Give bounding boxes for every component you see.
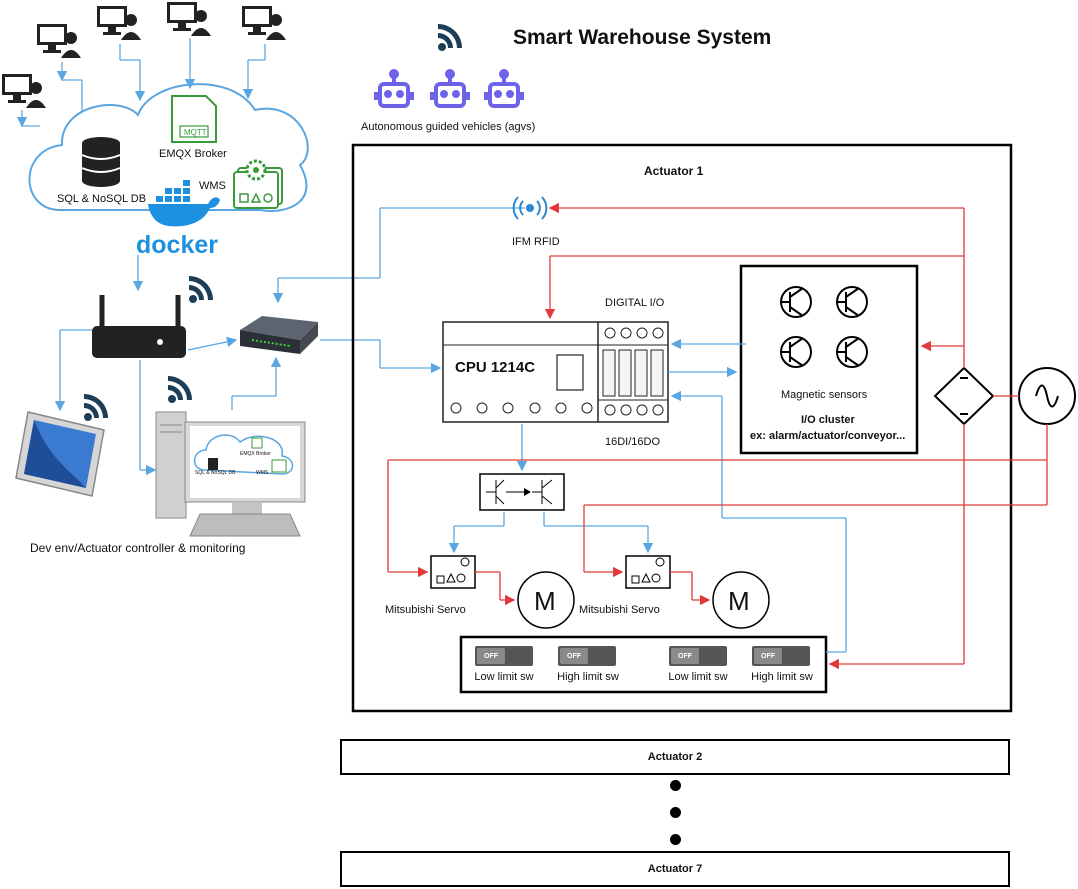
agv-robot-icon [484,69,524,108]
wms-label: WMS [199,180,226,192]
limit-switch-toggle[interactable]: OFF [669,646,727,666]
mqtt-label: MQTT [184,128,207,137]
switch-state: OFF [477,648,505,664]
wifi-icon [438,24,462,51]
wifi-icon [168,376,192,403]
user-icon [242,6,286,40]
wifi-icon [84,394,108,421]
switch-label: High limit sw [557,671,619,683]
user-icon [167,2,211,36]
page-title: Smart Warehouse System [513,26,772,49]
switch-label: Low limit sw [668,671,728,683]
monitor-db-label: SQL & NoSQL DB [195,470,236,476]
magnetic-sensors-label: Magnetic sensors [781,389,868,401]
motor1-label: M [534,586,556,616]
wifi-icon [189,276,213,303]
switch-state: OFF [754,648,782,664]
agv-robot-icon [374,69,414,108]
transistor-icon [780,286,868,368]
docker-whale-icon [148,180,220,227]
limit-switch-toggle[interactable]: OFF [752,646,810,666]
motor-icon [712,571,770,629]
limit-switch-toggle[interactable]: OFF [558,646,616,666]
ellipsis-dot [670,807,681,818]
motor-icon [517,571,575,629]
broker-label: EMQX Broker [159,148,227,160]
user-icon [97,6,141,40]
monitor-broker-label: EMQX Broker [240,451,271,457]
desktop-pc-icon [155,411,306,537]
monitor-wms-label: WMS [256,470,269,476]
switch-label: Low limit sw [474,671,534,683]
io-cluster-subtitle: ex: alarm/actuator/conveyor... [750,430,906,442]
wms-icon [233,159,283,209]
io-cluster-frame [739,264,919,455]
servo-drive-icon [430,555,476,589]
switch-state: OFF [671,648,699,664]
rfid-label: IFM RFID [512,236,560,248]
servo-drive-icon [625,555,671,589]
contactor-icon [479,473,565,511]
switch-state: OFF [560,648,588,664]
io-cluster-title: I/O cluster [801,414,855,426]
user-icon [37,24,81,58]
mqtt-icon [171,95,217,143]
ellipsis-dot [670,780,681,791]
cpu-label: CPU 1214C [455,359,536,376]
limit-switch-toggle[interactable]: OFF [475,646,533,666]
motor2-label: M [728,586,750,616]
docker-logo-text: docker [136,231,218,259]
network-switch-icon [240,316,318,354]
db-label: SQL & NoSQL DB [57,193,147,205]
servo1-label: Mitsubishi Servo [385,604,466,616]
rfid-icon [512,196,548,220]
actuator1-title: Actuator 1 [644,164,704,178]
actuator2-box: Actuator 2 [340,739,1010,775]
database-icon [81,137,121,187]
rectifier-icon [933,366,995,426]
actuator1-frame [351,143,1013,713]
digital-io-label: DIGITAL I/O [605,297,665,309]
router-icon [92,295,186,358]
agv-label: Autonomous guided vehicles (agvs) [361,121,536,133]
io-spec-label: 16DI/16DO [605,436,661,448]
dev-env-label: Dev env/Actuator controller & monitoring [30,541,246,555]
agv-robot-icon [430,69,470,108]
user-icon [2,74,46,108]
ellipsis-dot [670,834,681,845]
actuator7-box: Actuator 7 [340,851,1010,887]
switch-label: High limit sw [751,671,813,683]
servo2-label: Mitsubishi Servo [579,604,660,616]
tablet-icon [15,411,105,497]
ac-source-icon [1018,367,1076,425]
